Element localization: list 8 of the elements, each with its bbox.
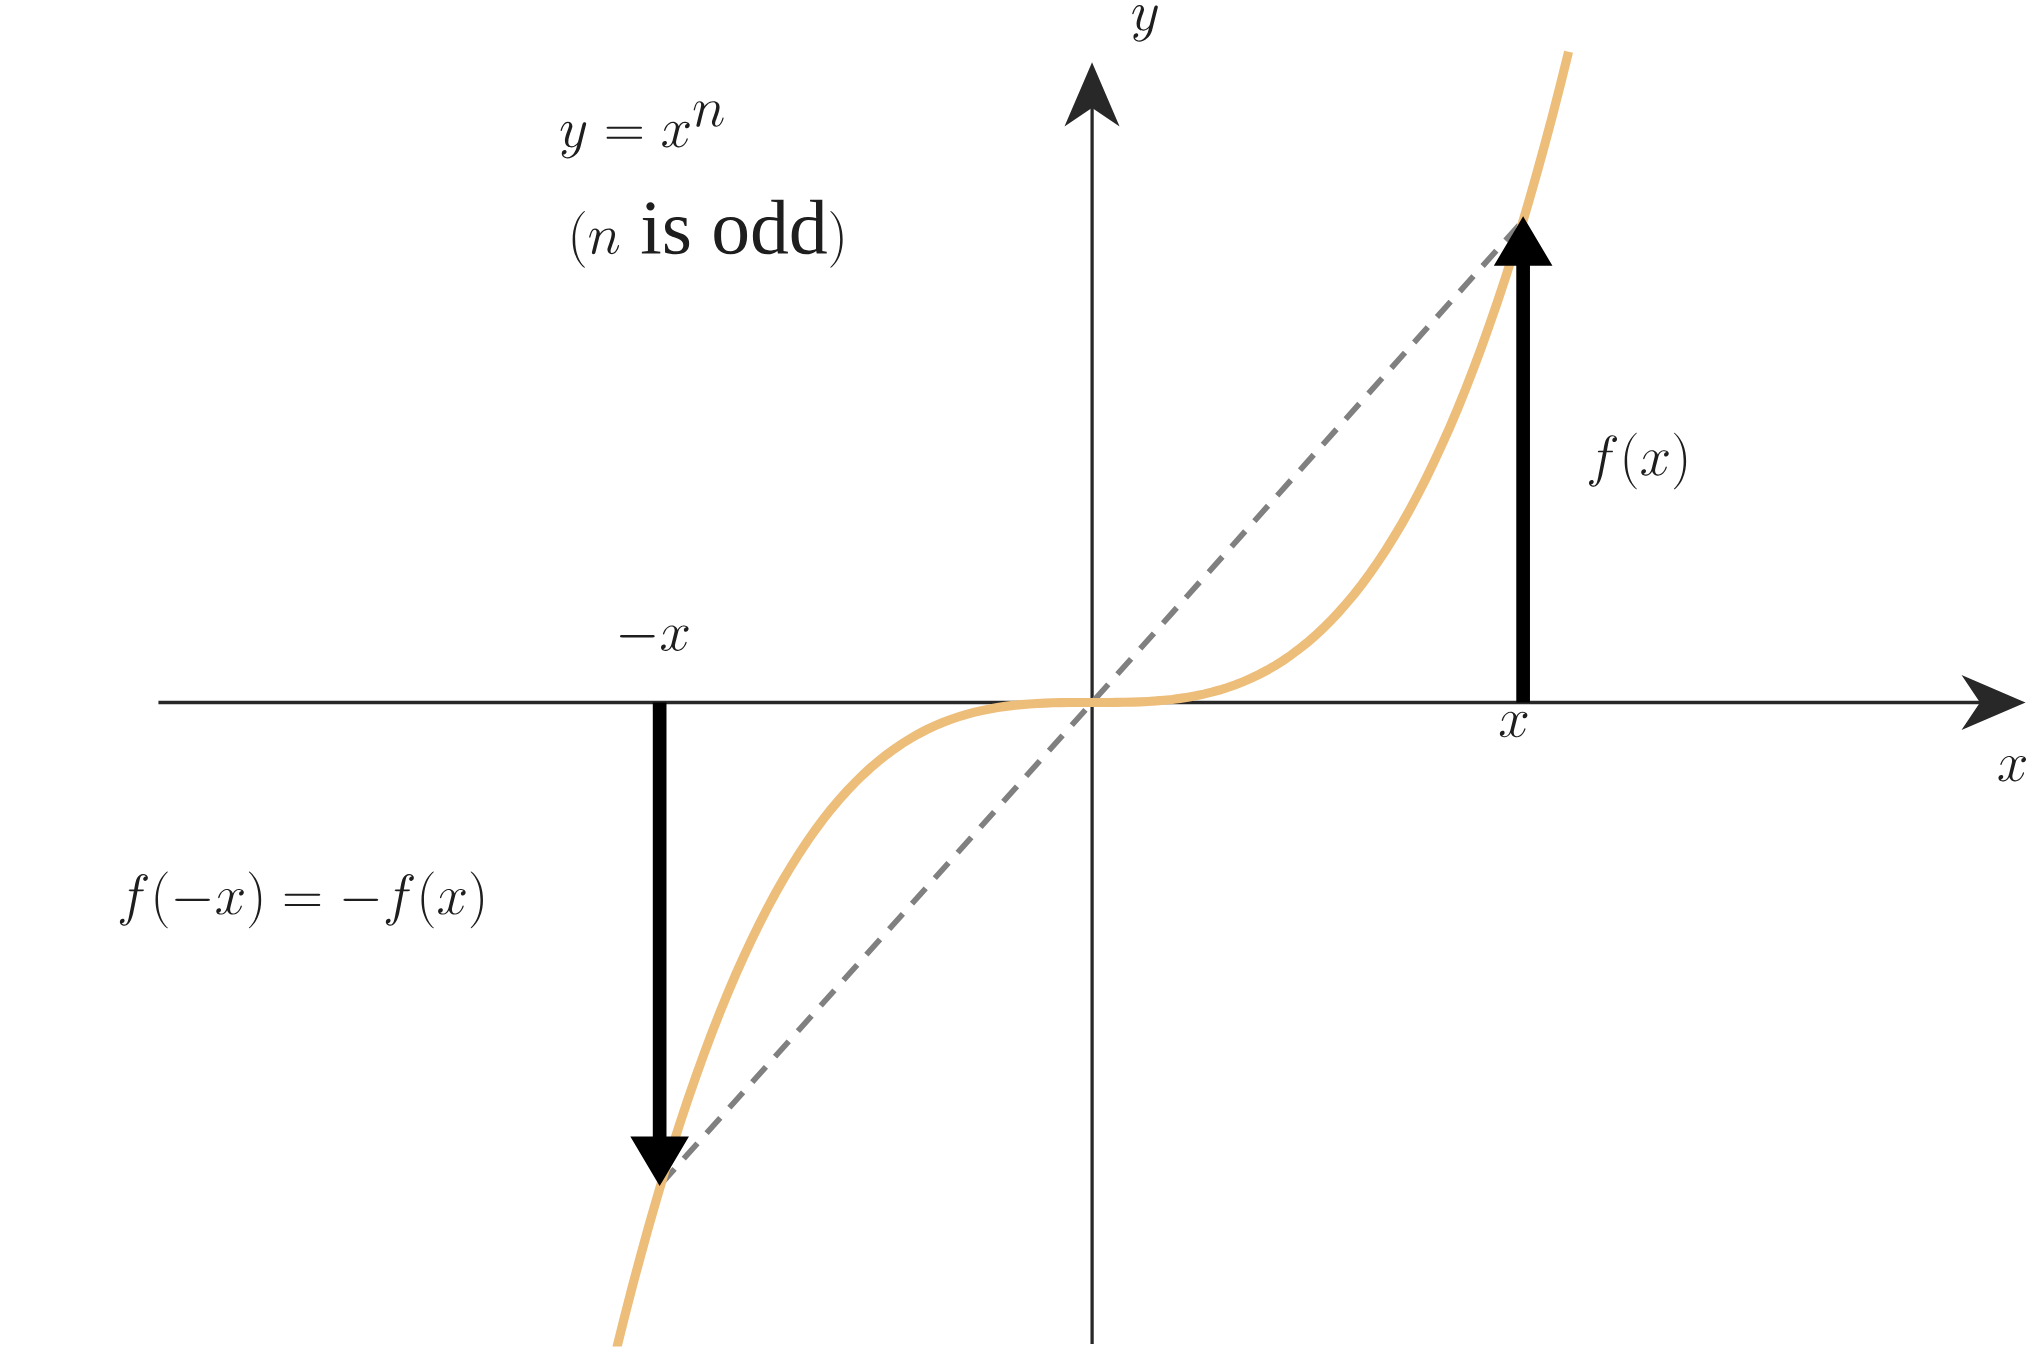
- formula-label: $f(-x)=-f(x)$: [119, 871, 483, 929]
- axis-label: $y$: [1132, 5, 1158, 42]
- value-label: $f(x)$: [1588, 432, 1687, 490]
- tick-label: $-x$: [620, 625, 689, 652]
- formula-label: $y=x^{n}$: [560, 101, 724, 159]
- tick-label: $x$: [1499, 712, 1528, 738]
- axis-label: $x$: [1998, 756, 2026, 782]
- formula-label: $(n\text{ is odd})$: [572, 199, 843, 268]
